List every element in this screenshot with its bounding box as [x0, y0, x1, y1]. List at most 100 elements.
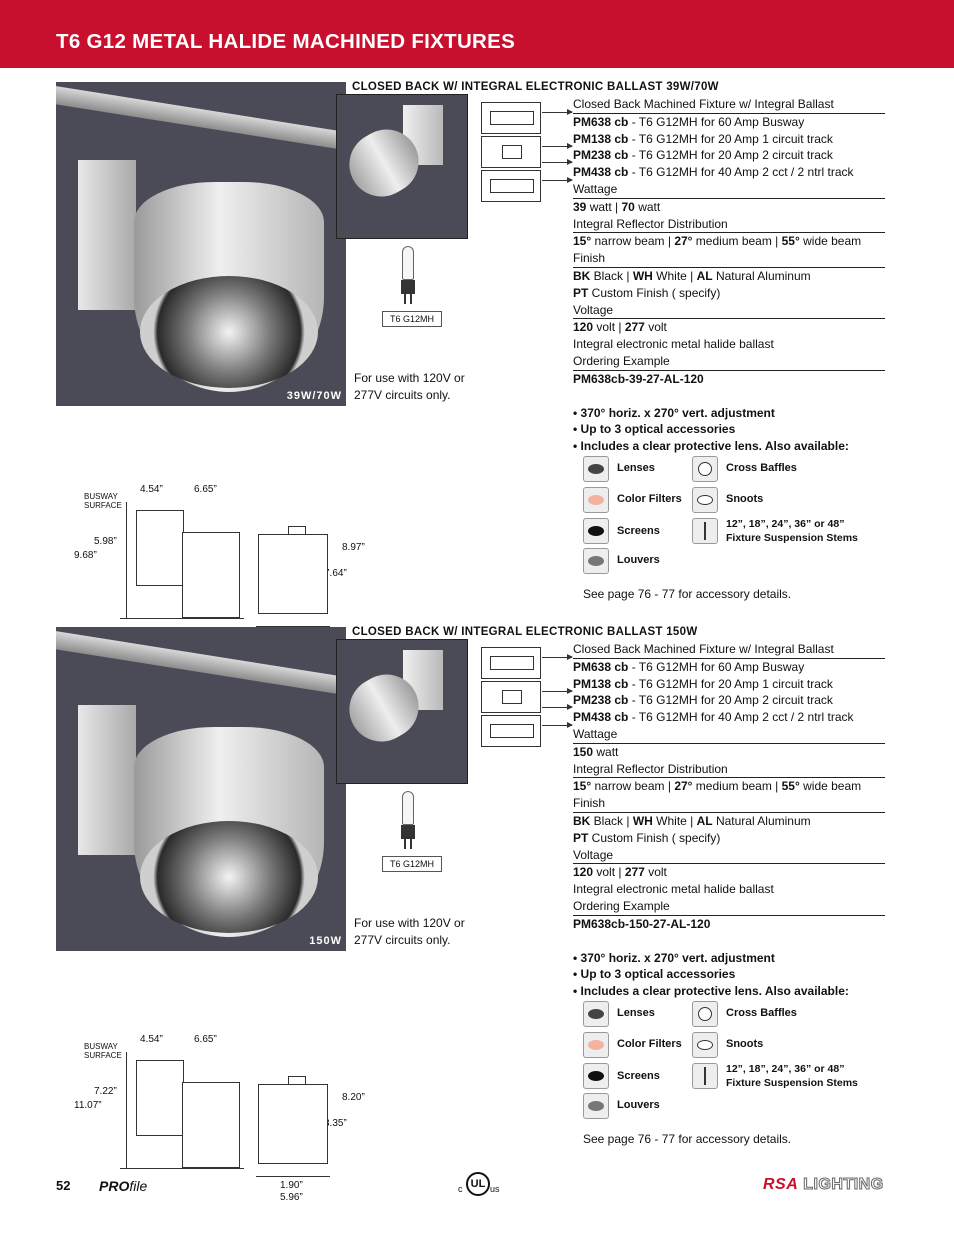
spec-h-voltage: Voltage — [573, 847, 885, 865]
spec-w1: 39 — [573, 199, 587, 214]
spec-d1: - T6 G12MH for 60 Amp Busway — [628, 659, 805, 674]
spec-r2u: medium beam | — [692, 234, 782, 249]
spec-m4: PM438 cb — [573, 165, 629, 180]
wattage-tag: 150W — [309, 935, 342, 947]
spec-m3: PM238 cb — [573, 148, 629, 163]
rsa-lighting-logo: RSA LIGHTING — [763, 1176, 884, 1194]
section-heading: CLOSED BACK W/ INTEGRAL ELECTRONIC BALLA… — [352, 626, 698, 638]
spec-v2: 277 — [624, 320, 645, 335]
fixture-inset-photo — [336, 94, 468, 239]
dims-f: 3.35” — [324, 1118, 347, 1129]
busway-adapter-icon — [481, 647, 541, 679]
dims-f: 7.64” — [324, 568, 347, 579]
spec-d3: - T6 G12MH for 20 Amp 2 circuit track — [628, 148, 833, 163]
dims-h: 5.96” — [280, 1192, 303, 1203]
dims-e: 8.97” — [342, 542, 365, 553]
spec-b2: • Up to 3 optical accessories — [573, 422, 736, 437]
spec-h-wattage: Wattage — [573, 726, 885, 744]
spec-table: Closed Back Machined Fixture w/ Integral… — [573, 96, 885, 455]
lamp-icon — [401, 246, 415, 306]
dims-d: 9.68” — [74, 550, 97, 561]
spec-m1: PM638 cb — [573, 114, 629, 129]
spec-d4: - T6 G12MH for 40 Amp 2 cct / 2 ntrl tra… — [628, 165, 854, 180]
spec-w1u: watt | — [586, 199, 622, 214]
spec-m3: PM238 cb — [573, 693, 629, 708]
accessories-grid: Lenses Color Filters Screens Louvers Cro… — [583, 456, 883, 586]
spec-f3u: Natural Aluminum — [712, 268, 811, 283]
fixture-photo: 39W/70W — [56, 82, 346, 406]
spec-b3: • Includes a clear protective lens. Also… — [573, 439, 849, 454]
suspension-stem-icon — [692, 1063, 718, 1089]
accessories-screens: Screens — [617, 1070, 660, 1082]
accessories-color-filters: Color Filters — [617, 493, 682, 505]
spec-r3u: wide beam — [799, 779, 862, 794]
dims-busway: BUSWAY — [84, 492, 118, 501]
spec-v1u: volt | — [593, 320, 625, 335]
spec-b1: • 370° horiz. x 270° vert. adjustment — [573, 950, 775, 965]
spec-v2: 277 — [624, 865, 645, 880]
louvers-icon — [583, 1093, 609, 1119]
spec-d2: - T6 G12MH for 20 Amp 1 circuit track — [628, 676, 833, 691]
see-page-note: See page 76 - 77 for accessory details. — [583, 587, 792, 601]
title-banner: T6 G12 METAL HALIDE MACHINED FIXTURES — [0, 0, 954, 68]
dims-e: 8.20” — [342, 1092, 365, 1103]
spec-d2: - T6 G12MH for 20 Amp 1 circuit track — [628, 131, 833, 146]
spec-h-fixture: Closed Back Machined Fixture w/ Integral… — [573, 641, 885, 659]
snoots-icon — [692, 1032, 718, 1058]
spec-b1: • 370° horiz. x 270° vert. adjustment — [573, 405, 775, 420]
spec-d1: - T6 G12MH for 60 Amp Busway — [628, 114, 805, 129]
wattage-tag: 39W/70W — [286, 390, 342, 402]
cross-baffles-icon — [692, 456, 718, 482]
one-circuit-adapter-icon — [481, 136, 541, 168]
spec-m2: PM138 cb — [573, 676, 629, 691]
accessories-stems2: Fixture Suspension Stems — [726, 1077, 858, 1089]
spec-h-refl: Integral Reflector Distribution — [573, 761, 885, 779]
spec-b2: • Up to 3 optical accessories — [573, 967, 736, 982]
accessories-cross-baffles: Cross Baffles — [726, 462, 797, 474]
accessories-grid: Lenses Color Filters Screens Louvers Cro… — [583, 1001, 883, 1131]
accessories-snoots: Snoots — [726, 493, 764, 505]
dims-c: 5.98” — [94, 536, 117, 547]
spec-v2u: volt — [644, 865, 667, 880]
spec-f4: PT — [573, 830, 589, 845]
spec-f2u: White | — [652, 268, 697, 283]
accessories-stems2: Fixture Suspension Stems — [726, 532, 858, 544]
accessories-color-filters: Color Filters — [617, 1038, 682, 1050]
spec-f2: WH — [632, 813, 653, 828]
spec-r2u: medium beam | — [692, 779, 782, 794]
spec-w1u: watt — [593, 744, 619, 759]
suspension-stem-icon — [692, 518, 718, 544]
spec-r3: 55° — [781, 779, 800, 794]
spec-h-voltage: Voltage — [573, 302, 885, 320]
lamp-label: T6 G12MH — [382, 311, 442, 327]
dims-surface: SURFACE — [84, 501, 122, 510]
section-heading: CLOSED BACK W/ INTEGRAL ELECTRONIC BALLA… — [352, 81, 719, 93]
accessories-lenses: Lenses — [617, 462, 655, 474]
spec-r1: 15° — [573, 234, 592, 249]
spec-f1u: Black | — [590, 268, 633, 283]
spec-f1u: Black | — [590, 813, 633, 828]
lamp-icon — [401, 791, 415, 851]
see-page-note: See page 76 - 77 for accessory details. — [583, 1132, 792, 1146]
spec-w2u: watt — [634, 199, 661, 214]
note-line1: For use with 120V or — [354, 916, 465, 930]
spec-v-note: Integral electronic metal halide ballast — [573, 882, 774, 897]
spec-r1: 15° — [573, 779, 592, 794]
spec-r2: 27° — [674, 234, 693, 249]
dims-busway: BUSWAY — [84, 1042, 118, 1051]
spec-m2: PM138 cb — [573, 131, 629, 146]
profile-logo: PROfile — [99, 1178, 148, 1194]
dims-b: 6.65” — [194, 1034, 217, 1045]
spec-r3: 55° — [781, 234, 800, 249]
spec-r1u: narrow beam | — [591, 779, 675, 794]
spec-f1: BK — [573, 813, 591, 828]
cross-baffles-icon — [692, 1001, 718, 1027]
spec-h-order: Ordering Example — [573, 353, 885, 371]
lamp-label: T6 G12MH — [382, 856, 442, 872]
dims-c: 7.22” — [94, 1086, 117, 1097]
